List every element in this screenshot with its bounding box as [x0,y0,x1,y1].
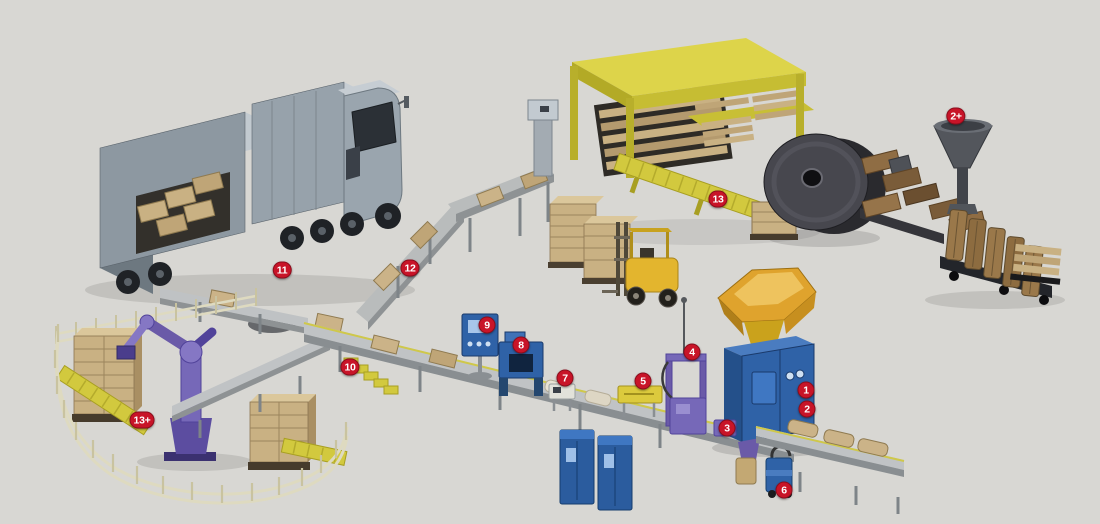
cell-pallet-stack-right [248,394,316,470]
cell-infeed-conveyor [55,364,153,436]
pallet-stacks-center [548,196,638,284]
transfer-steps [343,357,399,395]
stacking-machine [570,38,814,178]
bag-filling-machine [713,267,817,485]
forming-funnel [933,119,993,214]
formed-bags-row [940,209,1062,305]
forklift [602,222,679,308]
cargo-pallets [136,171,224,237]
outfeed-conveyor [755,419,905,514]
check-device [548,383,576,411]
slab-stack-right [1010,243,1062,285]
windshield [351,101,397,153]
truck-wheels [116,203,401,294]
fence-front [53,324,349,505]
sealing-unit [617,385,663,417]
control-cabinets [559,429,633,511]
delivery-truck [99,80,409,294]
bag-placer [661,297,707,435]
cell-outfeed-conveyor [280,437,348,466]
metal-detector [498,331,544,396]
film-roll [763,133,944,244]
